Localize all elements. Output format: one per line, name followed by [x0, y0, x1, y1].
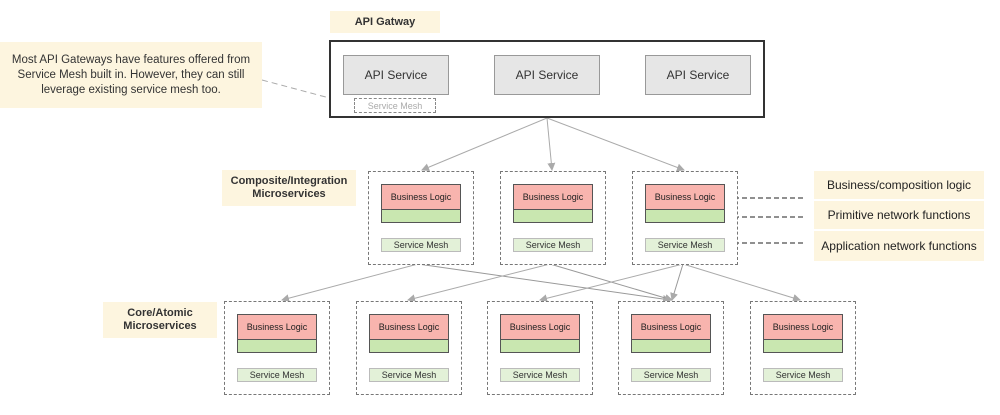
- api-service: API Service: [645, 55, 751, 95]
- business-logic-block: Business Logic: [381, 184, 461, 210]
- composite-service: Business Logic Service Mesh: [500, 171, 606, 265]
- business-logic-block: Business Logic: [369, 314, 449, 340]
- legend-primitive-network-functions: Primitive network functions: [814, 201, 984, 229]
- api-gateway: API Service API Service API Service Serv…: [329, 40, 765, 118]
- api-service: API Service: [343, 55, 449, 95]
- service-mesh-block: Service Mesh: [237, 368, 317, 382]
- core-service: Business Logic Service Mesh: [487, 301, 593, 395]
- gateway-note: Most API Gateways have features offered …: [0, 42, 262, 108]
- service-mesh-block: Service Mesh: [631, 368, 711, 382]
- service-mesh-block: Service Mesh: [645, 238, 725, 252]
- primitive-network-block: [369, 340, 449, 353]
- gateway-service-mesh: Service Mesh: [354, 98, 436, 113]
- service-mesh-block: Service Mesh: [381, 238, 461, 252]
- legend-application-network-functions: Application network functions: [814, 231, 984, 261]
- business-logic-block: Business Logic: [237, 314, 317, 340]
- business-logic-block: Business Logic: [631, 314, 711, 340]
- core-service: Business Logic Service Mesh: [224, 301, 330, 395]
- edge-gw-composite-1: [421, 117, 548, 172]
- business-logic-block: Business Logic: [645, 184, 725, 210]
- primitive-network-block: [513, 210, 593, 223]
- api-service: API Service: [494, 55, 600, 95]
- composite-layer-label: Composite/Integration Microservices: [222, 170, 356, 206]
- business-logic-block: Business Logic: [500, 314, 580, 340]
- primitive-network-block: [500, 340, 580, 353]
- primitive-network-block: [631, 340, 711, 353]
- service-mesh-block: Service Mesh: [500, 368, 580, 382]
- edge-gw-composite-2: [546, 117, 556, 171]
- note-connector: [261, 79, 353, 105]
- edge-c2-core2: [407, 263, 551, 303]
- service-mesh-block: Service Mesh: [369, 368, 449, 382]
- edge-c1-core1: [281, 263, 419, 303]
- legend-business-composition-logic: Business/composition logic: [814, 171, 984, 199]
- business-logic-block: Business Logic: [763, 314, 843, 340]
- primitive-network-block: [645, 210, 725, 223]
- business-logic-block: Business Logic: [513, 184, 593, 210]
- gateway-title: API Gatway: [330, 11, 440, 33]
- edge-c3-core3: [539, 263, 684, 303]
- edge-c1-core4: [417, 263, 671, 303]
- core-service: Business Logic Service Mesh: [356, 301, 462, 395]
- service-mesh-block: Service Mesh: [513, 238, 593, 252]
- edge-c3-core5: [682, 263, 801, 302]
- core-service: Business Logic Service Mesh: [750, 301, 856, 395]
- composite-service: Business Logic Service Mesh: [368, 171, 474, 265]
- composite-service: Business Logic Service Mesh: [632, 171, 738, 265]
- service-mesh-block: Service Mesh: [763, 368, 843, 382]
- edge-c3-core4: [670, 263, 684, 301]
- core-service: Business Logic Service Mesh: [618, 301, 724, 395]
- core-layer-label: Core/Atomic Microservices: [103, 302, 217, 338]
- primitive-network-block: [763, 340, 843, 353]
- primitive-network-block: [237, 340, 317, 353]
- primitive-network-block: [381, 210, 461, 223]
- edge-gw-composite-3: [546, 117, 685, 172]
